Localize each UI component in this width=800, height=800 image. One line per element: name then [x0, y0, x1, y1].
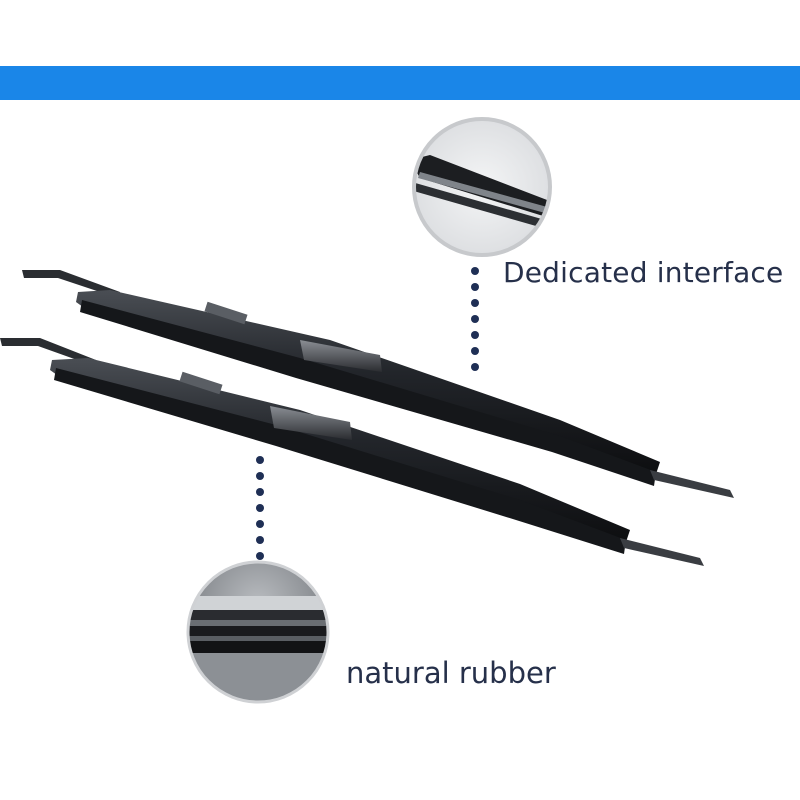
zoom-circle-rubber-icon	[186, 560, 330, 704]
top-banner-bar	[0, 66, 800, 100]
callout-label-natural-rubber: natural rubber	[346, 656, 556, 690]
callout-label-dedicated-interface: Dedicated interface	[503, 256, 784, 289]
wiper-blade-lower	[0, 338, 704, 566]
dotted-connector-top	[471, 267, 479, 371]
zoom-circle-connector-icon	[412, 117, 552, 257]
wiper-blade-upper	[22, 270, 734, 498]
dotted-connector-bottom	[256, 456, 264, 560]
